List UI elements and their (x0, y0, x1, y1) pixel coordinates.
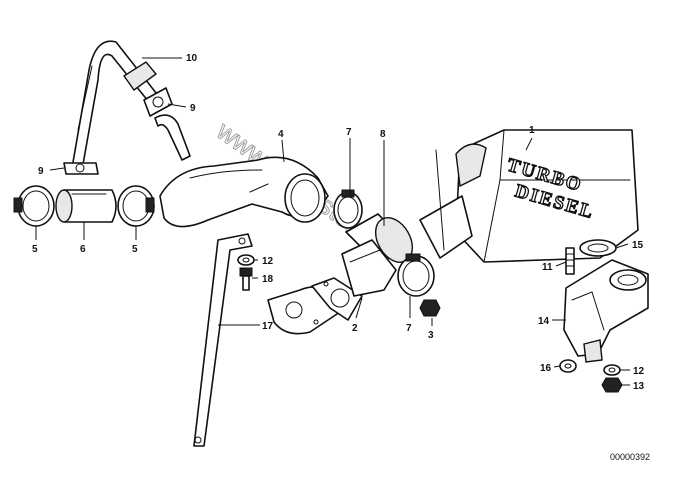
callout-6: 6 (80, 244, 86, 255)
support-strut (193, 233, 253, 447)
hose-clamp-upper (143, 87, 173, 117)
stud (565, 247, 575, 275)
callout-4: 4 (278, 129, 284, 140)
callout-12-right: 12 (633, 366, 645, 377)
callout-11: 11 (542, 262, 553, 273)
callout-7-upper: 7 (346, 127, 352, 138)
callout-9-lower: 9 (38, 166, 44, 177)
washer-12-left (237, 254, 255, 266)
callout-13: 13 (633, 381, 645, 392)
leader-lines (35, 57, 630, 386)
callout-9-upper: 9 (190, 103, 196, 114)
intake-duct (159, 156, 329, 228)
seal-ring (579, 239, 617, 257)
callout-5-right: 5 (132, 244, 138, 255)
callout-3: 3 (428, 330, 434, 341)
callout-12-left: 12 (262, 256, 274, 267)
callout-10: 10 (186, 53, 198, 64)
diagram-reference: 00000392 (610, 452, 650, 462)
breather-hose-lower (154, 114, 191, 161)
callout-5-left: 5 (32, 244, 38, 255)
callout-14: 14 (538, 316, 550, 327)
washer-12-right (603, 364, 621, 376)
manifold-flange (341, 239, 397, 297)
turbo-diesel-cover: TURBO DIESEL (419, 129, 639, 263)
clamp-ring-left (13, 185, 55, 227)
bolt-18 (239, 267, 253, 291)
gasket (267, 277, 363, 335)
callout-8: 8 (380, 129, 386, 140)
callout-2: 2 (352, 323, 358, 334)
callout-18: 18 (262, 274, 274, 285)
callout-numbers: 10 9 9 5 6 5 4 7 8 1 11 15 14 16 12 13 1… (32, 53, 645, 392)
callout-7-lower: 7 (406, 323, 412, 334)
bolt (419, 299, 441, 317)
callout-17: 17 (262, 321, 274, 332)
nut (601, 377, 623, 393)
callout-15: 15 (632, 240, 644, 251)
hose-clamp-lower (63, 162, 99, 175)
callout-16: 16 (540, 363, 552, 374)
clamp-upper (333, 189, 363, 229)
callout-1: 1 (529, 125, 535, 136)
coupling-sleeve (55, 189, 117, 223)
oil-separator-housing (563, 259, 649, 363)
washer-16 (559, 359, 577, 373)
clamp-ring-right (117, 185, 155, 227)
clamp-lower (397, 253, 435, 297)
